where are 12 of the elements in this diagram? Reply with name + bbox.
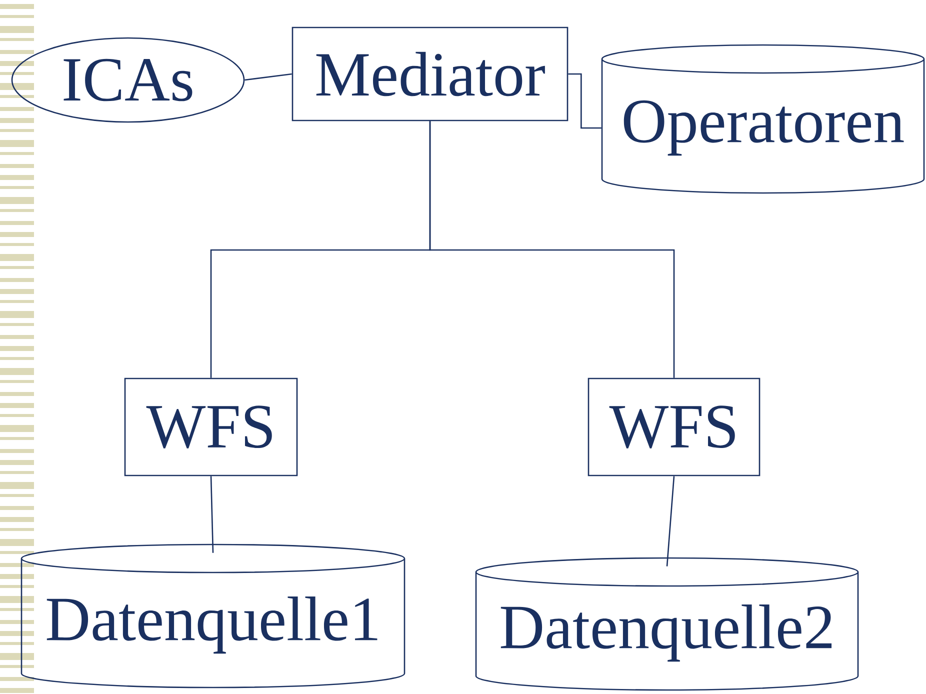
database-cylinder: Datenquelle2 <box>475 557 859 691</box>
database-cylinder: Operatoren <box>601 44 925 194</box>
connector-line <box>568 73 602 129</box>
database-cylinder: Datenquelle1 <box>20 544 406 688</box>
process-box: WFS <box>588 378 760 476</box>
connector-line <box>210 476 214 553</box>
process-box: WFS <box>124 378 298 476</box>
connector-line <box>244 73 292 81</box>
process-box: Mediator <box>292 26 568 122</box>
connector-line <box>666 476 675 566</box>
connector-line <box>429 121 675 378</box>
ellipse-node: ICAs <box>11 37 245 123</box>
